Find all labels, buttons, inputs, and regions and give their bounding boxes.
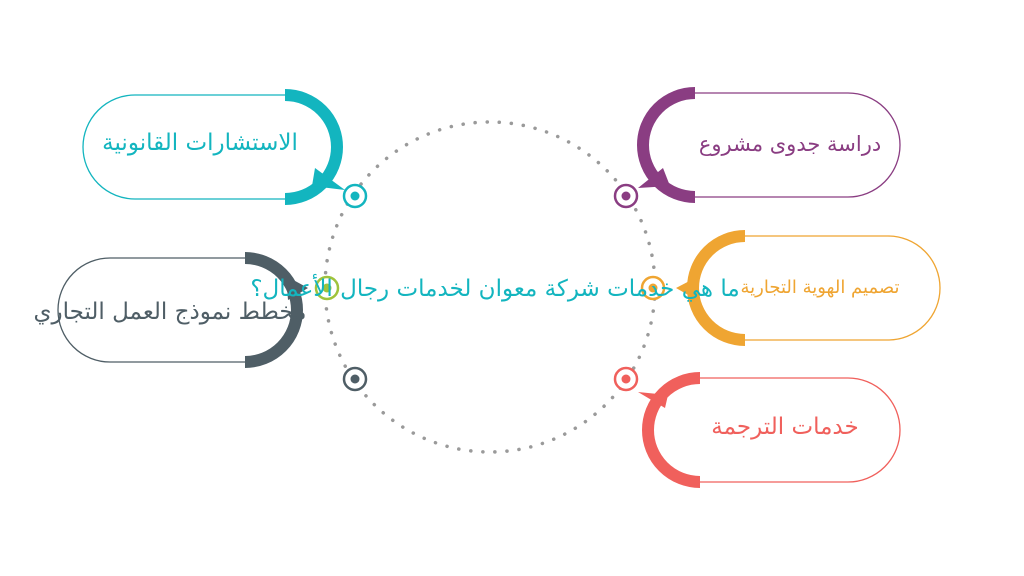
dot-bmc xyxy=(314,275,340,301)
bmc-pill-outline xyxy=(57,257,245,363)
branding-pointer xyxy=(676,276,699,300)
translation-pill-arc xyxy=(642,372,701,488)
dot-branding xyxy=(640,275,666,301)
dot-extra xyxy=(342,366,368,392)
label-translation: خدمات الترجمة xyxy=(711,414,859,441)
label-brand-identity: تصميم الهوية التجارية xyxy=(740,276,900,298)
label-feasibility-study: دراسة جدوى مشروع xyxy=(698,131,882,156)
label-legal-consulting: الاستشارات القانونية xyxy=(102,130,298,157)
node-bmc xyxy=(57,252,308,368)
feasibility-pill-arc xyxy=(637,87,696,203)
branding-pill-outline xyxy=(745,235,941,341)
node-branding xyxy=(676,230,941,346)
bmc-pointer xyxy=(286,276,308,300)
dot-legal xyxy=(342,183,368,209)
bmc-pill-arc xyxy=(244,252,303,368)
legal-pill-outline xyxy=(82,94,285,200)
translation-pointer xyxy=(638,392,668,408)
label-business-model-canvas: مخطط نموذج العمل التجاري xyxy=(33,299,307,326)
node-feasibility xyxy=(637,87,901,203)
feasibility-pointer xyxy=(638,168,670,188)
node-translation xyxy=(638,372,901,488)
feasibility-pill-outline xyxy=(695,92,901,198)
node-legal xyxy=(82,89,345,205)
dot-translation xyxy=(613,366,639,392)
legal-pointer xyxy=(312,168,345,190)
legal-pill-arc xyxy=(284,89,343,205)
translation-pill-outline xyxy=(700,377,901,483)
center-title: ما هي خدمات شركة معوان لخدمات رجال الأعم… xyxy=(250,276,740,303)
dot-feasibility xyxy=(613,183,639,209)
